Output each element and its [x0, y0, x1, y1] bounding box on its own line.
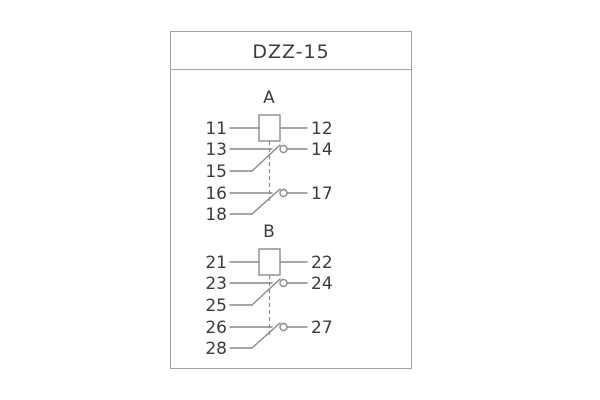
contact-point [279, 278, 288, 288]
diagram-title: DZZ-15 [252, 41, 329, 63]
terminal-28: 28 [205, 339, 227, 359]
terminal-23: 23 [205, 274, 227, 294]
contact-arm [251, 188, 281, 215]
contact-point [279, 144, 288, 154]
section-a: A 11 12 13 14 15 16 17 18 [205, 88, 332, 225]
contact-arm [251, 278, 281, 306]
terminal-27: 27 [311, 318, 333, 338]
section-a-label: A [263, 88, 275, 108]
terminal-22: 22 [311, 253, 333, 273]
terminal-11: 11 [205, 119, 227, 139]
contact-arm [251, 322, 281, 349]
terminal-18: 18 [205, 205, 227, 225]
terminal-24: 24 [311, 274, 333, 294]
terminal-21: 21 [205, 253, 227, 273]
terminal-17: 17 [311, 184, 333, 204]
section-b: B 21 22 23 24 25 26 27 28 [205, 222, 332, 359]
contact-arm [251, 144, 281, 172]
coil-symbol [258, 114, 281, 142]
section-b-label: B [263, 222, 275, 242]
coil-symbol [258, 248, 281, 276]
terminal-12: 12 [311, 119, 333, 139]
diagram-frame [170, 31, 412, 369]
contact-point [279, 188, 288, 198]
terminal-26: 26 [205, 318, 227, 338]
terminal-25: 25 [205, 296, 227, 316]
terminal-15: 15 [205, 162, 227, 182]
terminal-14: 14 [311, 140, 333, 160]
contact-point [279, 322, 288, 332]
terminal-16: 16 [205, 184, 227, 204]
terminal-13: 13 [205, 140, 227, 160]
